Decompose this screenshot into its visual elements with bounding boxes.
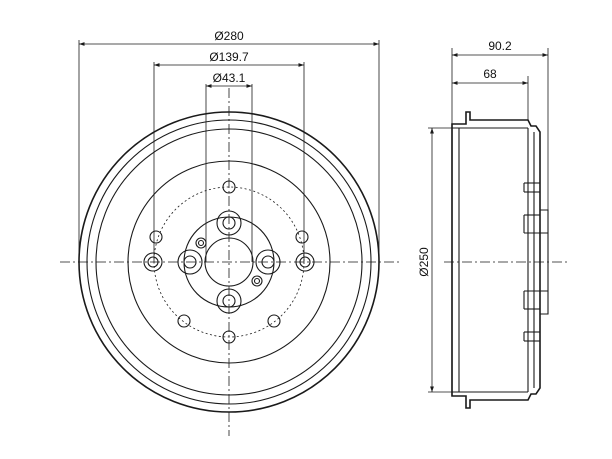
outer-hole: [147, 256, 159, 268]
set-screw-hole: [197, 239, 205, 247]
stud-hole: [261, 255, 275, 269]
outer-hole-boss: [295, 252, 315, 272]
outer-hole: [222, 180, 236, 194]
front-view: Ø280 Ø139.7 Ø43.1: [60, 29, 400, 436]
dim-bolt-circle: Ø139.7: [209, 50, 249, 64]
outer-hole: [149, 230, 163, 244]
set-screw-hole: [253, 277, 261, 285]
dim-drum-inner-diameter: Ø250: [417, 247, 431, 277]
stud-boss: [255, 249, 281, 275]
side-view: 90.2 68 Ø250: [417, 39, 570, 409]
drum-outer-ring: [86, 119, 372, 405]
drum-rim: [95, 128, 363, 396]
outer-hole-boss: [143, 252, 163, 272]
stud-boss: [216, 210, 242, 236]
dim-mount-height: 68: [483, 67, 497, 81]
set-screw-hole: [251, 275, 263, 287]
dim-total-height: 90.2: [488, 39, 512, 53]
outer-hole: [177, 314, 191, 328]
outer-hole: [222, 330, 236, 344]
outer-holes: [143, 180, 315, 344]
stud-hole: [183, 255, 197, 269]
drum-face: [127, 160, 331, 364]
drum-side-outline: [451, 111, 541, 409]
outer-hole: [267, 314, 281, 328]
stud-boss: [216, 288, 242, 314]
outer-hole: [299, 256, 311, 268]
center-bore: [204, 237, 254, 287]
stud-hole: [222, 294, 236, 308]
dim-outer-diameter: Ø280: [214, 29, 244, 43]
stud-holes: [177, 210, 281, 314]
set-screw-hole: [195, 237, 207, 249]
outer-hole: [295, 230, 309, 244]
stud-boss: [177, 249, 203, 275]
stud-hole: [222, 216, 236, 230]
dim-center-bore: Ø43.1: [213, 71, 246, 85]
